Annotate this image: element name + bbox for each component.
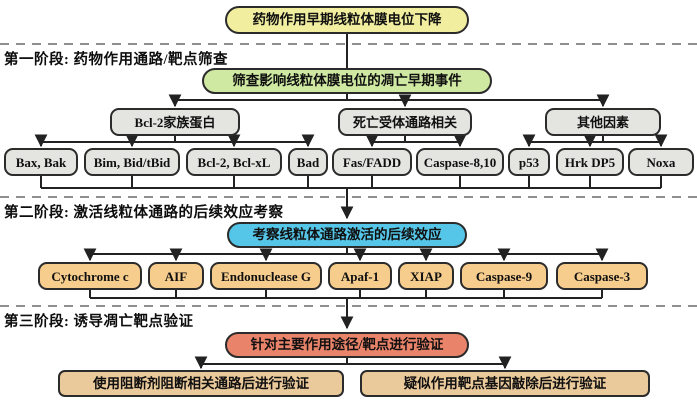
group-node-death-receptor: 死亡受体通路相关 <box>338 108 472 136</box>
leaf-node-bad: Bad <box>288 148 328 176</box>
stage1-phase-label: 第一阶段: 药物作用通路/靶点筛查 <box>4 52 228 68</box>
stage2-phase-label: 第二阶段: 激活线粒体通路的后续效应考察 <box>4 205 284 221</box>
leaf-node-endonuclease-g: Endonuclease G <box>210 262 322 290</box>
stage2-header-node: 考察线粒体通路激活的后续效应 <box>227 222 467 248</box>
leaf-node-caspase-8-10: Caspase-8,10 <box>416 148 504 176</box>
leaf-node-xiap: XIAP <box>398 262 454 290</box>
leaf-node-apaf-1: Apaf-1 <box>328 262 392 290</box>
leaf-node-fas-fadd: Fas/FADD <box>332 148 412 176</box>
leaf-node-p53: p53 <box>508 148 550 176</box>
leaf-node-cytochrome-c: Cytochrome c <box>38 262 142 290</box>
validation-node-blocker: 使用阻断剂阻断相关通路后进行验证 <box>58 370 344 397</box>
group-node-bcl2-family: Bcl-2家族蛋白 <box>110 108 240 136</box>
top-node-membrane-potential-drop: 药物作用早期线粒体膜电位下降 <box>225 6 469 34</box>
leaf-node-aif: AIF <box>148 262 204 290</box>
leaf-node-caspase-9: Caspase-9 <box>460 262 548 290</box>
leaf-node-caspase-3: Caspase-3 <box>556 262 648 290</box>
group-node-other-factors: 其他因素 <box>545 108 661 136</box>
leaf-node-bcl2-bclxl: Bcl-2, Bcl-xL <box>186 148 282 176</box>
stage1-header-node: 筛查影响线粒体膜电位的凋亡早期事件 <box>202 68 492 94</box>
stage-divider-dashes <box>0 43 697 307</box>
leaf-node-bim-bid-tbid: Bim, Bid/tBid <box>84 148 180 176</box>
leaf-node-hrk-dp5: Hrk DP5 <box>556 148 624 176</box>
leaf-node-bax-bak: Bax, Bak <box>4 148 78 176</box>
leaf-node-noxa: Noxa <box>628 148 694 176</box>
stage3-header-node: 针对主要作用途径/靶点进行验证 <box>225 332 469 358</box>
validation-node-knockout: 疑似作用靶点基因敲除后进行验证 <box>360 370 650 397</box>
stage3-phase-label: 第三阶段: 诱导凋亡靶点验证 <box>4 314 194 330</box>
